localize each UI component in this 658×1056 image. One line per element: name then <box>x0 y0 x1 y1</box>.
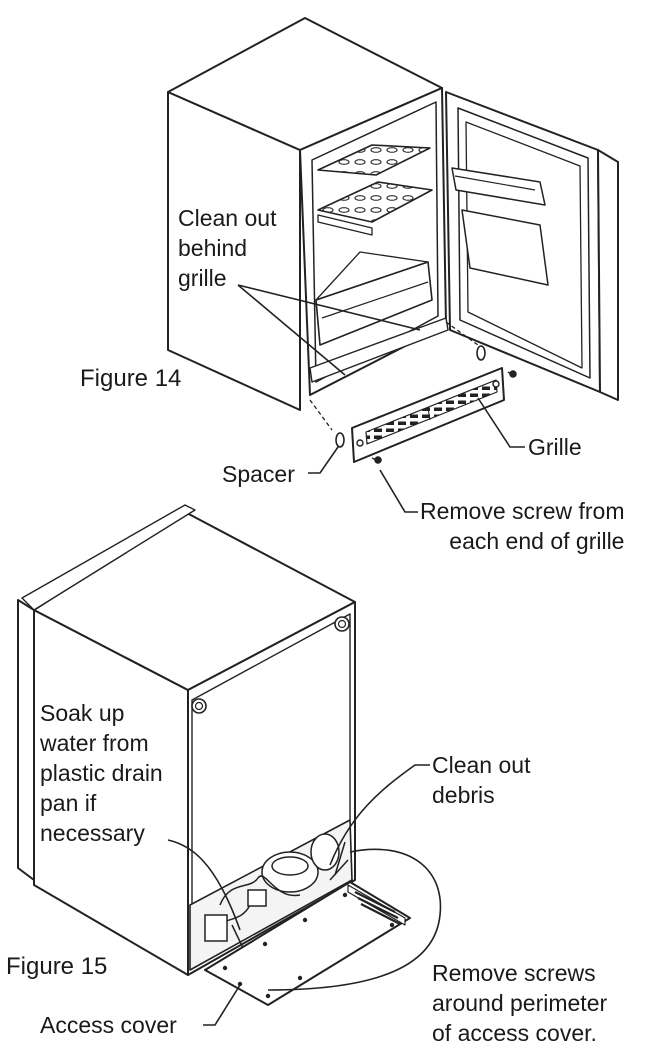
compressor-machinery <box>204 833 349 958</box>
leader-access-cover <box>203 984 241 1026</box>
leader-screw <box>379 469 418 513</box>
figure-15-caption: Figure 15 <box>6 953 108 980</box>
clean-out-debris-label: Clean out debris <box>432 752 531 808</box>
interior-shelf-upper <box>317 144 431 176</box>
spacer-label: Spacer <box>222 461 295 487</box>
figure-14-caption: Figure 14 <box>80 365 182 392</box>
remove-screws-label: Remove screws around perimeter of access… <box>432 960 608 1046</box>
remove-screw-label: Remove screw from each end of grille <box>420 498 625 554</box>
soak-up-water-label: Soak up water from plastic drain pan if … <box>40 700 163 846</box>
leader-soak-up-water <box>167 839 241 931</box>
clean-out-behind-grille-label: Clean out behind grille <box>178 205 277 291</box>
refrigerator-front-drawing <box>167 17 619 431</box>
spacer-parts <box>335 345 486 448</box>
leader-clean-out-debris <box>329 764 430 866</box>
leader-remove-screws <box>267 848 442 991</box>
screw-parts <box>371 370 517 464</box>
leader-clean-behind-grille <box>237 284 421 376</box>
interior-shelf-lower <box>317 181 433 223</box>
access-cover-part <box>204 881 411 1006</box>
leader-spacer <box>308 446 339 474</box>
leader-grille <box>477 397 525 448</box>
grille-label: Grille <box>528 434 582 460</box>
access-cover-label: Access cover <box>40 1012 177 1038</box>
grille-part <box>351 367 505 463</box>
